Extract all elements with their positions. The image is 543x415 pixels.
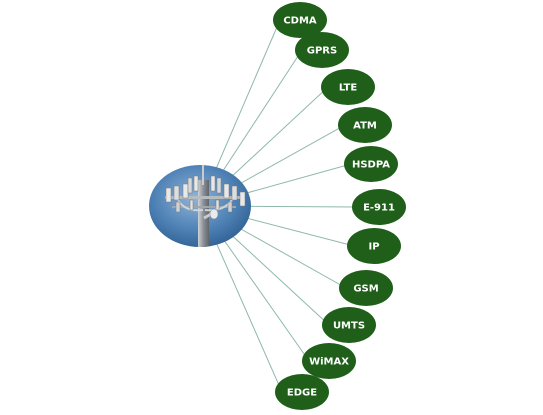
node-ip: IP (347, 228, 401, 264)
node-label-edge: EDGE (287, 388, 317, 399)
node-edge: EDGE (275, 374, 329, 410)
node-e-911: E-911 (352, 189, 406, 225)
node-oval-gsm (339, 270, 393, 306)
tower-icon (165, 165, 246, 247)
node-label-lte: LTE (339, 83, 358, 94)
node-oval-ip (347, 228, 401, 264)
node-label-ip: IP (368, 242, 379, 253)
node-hsdpa: HSDPA (344, 146, 398, 182)
node-atm: ATM (338, 107, 392, 143)
node-oval-cdma (273, 2, 327, 38)
node-oval-edge (275, 374, 329, 410)
node-oval-atm (338, 107, 392, 143)
node-wimax: WiMAX (302, 343, 356, 379)
node-label-gsm: GSM (353, 284, 378, 295)
node-label-hsdpa: HSDPA (352, 160, 390, 171)
node-umts: UMTS (322, 307, 376, 343)
node-oval-hsdpa (344, 146, 398, 182)
node-label-e-911: E-911 (363, 203, 395, 214)
node-label-cdma: CDMA (283, 16, 317, 27)
node-oval-e-911 (352, 189, 406, 225)
node-label-umts: UMTS (333, 321, 365, 332)
node-oval-wimax (302, 343, 356, 379)
node-gprs: GPRS (295, 32, 349, 68)
node-cdma: CDMA (273, 2, 327, 38)
node-label-gprs: GPRS (307, 46, 337, 57)
node-label-wimax: WiMAX (309, 357, 349, 368)
node-gsm: GSM (339, 270, 393, 306)
node-oval-gprs (295, 32, 349, 68)
cell-tower-image (149, 165, 251, 247)
node-oval-lte (321, 69, 375, 105)
node-label-atm: ATM (353, 121, 377, 132)
node-oval-umts (322, 307, 376, 343)
node-lte: LTE (321, 69, 375, 105)
